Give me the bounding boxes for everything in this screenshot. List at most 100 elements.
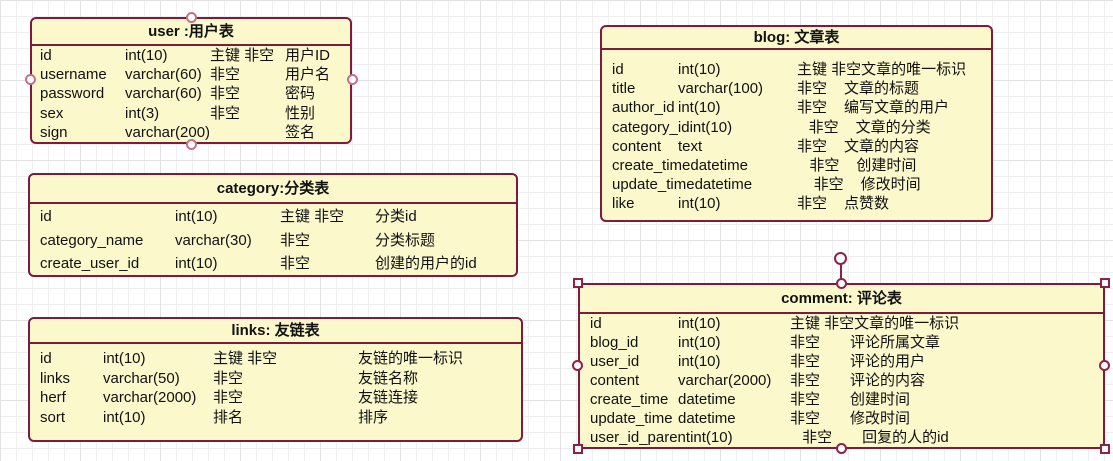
resize-handle-se[interactable] <box>1100 444 1110 454</box>
field-constraint: 非空 <box>802 429 833 446</box>
field-constraint: 非空 <box>210 66 241 84</box>
field-constraint: 非空 <box>797 80 828 98</box>
field-name: id <box>40 350 52 367</box>
field-constraint: 非空 <box>790 372 821 389</box>
field-name: id <box>612 61 624 78</box>
table-title: links: 友链表 <box>30 319 521 344</box>
field-comment: 分类标题 <box>375 231 436 249</box>
field-name: like <box>612 195 635 213</box>
field-name: title <box>612 80 636 98</box>
connection-point-left[interactable] <box>572 360 583 371</box>
table-row: id int(10) 主键 非空用户ID <box>40 46 350 65</box>
field-comment: 友链连接 <box>358 389 419 406</box>
resize-handle-sw[interactable] <box>573 444 583 454</box>
connection-point-right[interactable] <box>1099 360 1110 371</box>
field-constraint: 主键 非空 <box>210 47 275 64</box>
field-comment: 修改时间 <box>860 176 921 194</box>
field-constraint: 主键 非空 <box>280 208 345 225</box>
field-comment: 文章的分类 <box>855 118 931 136</box>
field-comment: 文章的唯一标识 <box>861 61 967 78</box>
field-type: int(10) <box>678 99 721 117</box>
field-comment: 回复的人的id <box>862 429 949 446</box>
field-constraint: 排名 <box>213 408 244 426</box>
field-comment: 友链的唯一标识 <box>358 350 464 367</box>
field-constraint: 主键 非空 <box>213 350 278 367</box>
field-comment: 创建时间 <box>856 157 917 175</box>
field-constraint <box>210 123 285 142</box>
field-type: int(10) <box>690 429 733 446</box>
field-type: varchar(100) <box>678 80 764 98</box>
connection-point-top[interactable] <box>186 12 197 23</box>
field-type: int(10) <box>175 208 218 225</box>
field-comment: 文章的内容 <box>844 137 920 155</box>
field-constraint: 非空 <box>280 231 311 249</box>
field-name: links <box>40 369 71 387</box>
field-constraint: 主键 非空 <box>797 61 862 78</box>
field-comment: 评论的用户 <box>850 353 926 370</box>
connection-point-right[interactable] <box>347 74 358 85</box>
field-comment: 签名 <box>285 123 316 141</box>
field-comment: 创建时间 <box>850 391 911 408</box>
field-name: herf <box>40 389 66 406</box>
connection-point-top[interactable] <box>836 278 847 289</box>
field-constraint: 非空 <box>808 118 839 136</box>
table-title: user :用户表 <box>32 19 350 46</box>
field-name: create_user_id <box>40 255 140 272</box>
field-constraint: 主键 非空 <box>790 315 855 332</box>
field-comment: 用户ID <box>285 47 331 64</box>
field-comment: 文章的唯一标识 <box>854 315 960 332</box>
field-name: author_id <box>612 99 675 117</box>
field-constraint: 非空 <box>813 176 844 194</box>
field-name: content <box>612 137 662 155</box>
field-type: int(10) <box>678 334 721 351</box>
field-name: update_time <box>612 176 695 194</box>
connection-point-left[interactable] <box>25 74 36 85</box>
field-name: username <box>40 66 107 84</box>
connection-point-bottom[interactable] <box>186 139 197 150</box>
field-comment: 点赞数 <box>844 195 890 213</box>
resize-handle-ne[interactable] <box>1100 278 1110 288</box>
field-type: datetime <box>690 157 748 175</box>
rotate-handle[interactable] <box>834 252 847 265</box>
field-type: int(10) <box>678 353 721 370</box>
field-name: user_id_parent <box>590 429 691 446</box>
field-constraint: 非空 <box>213 369 244 387</box>
field-comment: 修改时间 <box>850 410 911 427</box>
field-name: id <box>40 47 52 64</box>
field-name: sort <box>40 408 66 426</box>
field-type: int(10) <box>125 47 168 64</box>
field-constraint: 非空 <box>210 104 241 122</box>
field-name: category_name <box>40 231 144 249</box>
field-name: sex <box>40 104 64 122</box>
resize-handle-nw[interactable] <box>573 278 583 288</box>
field-type: text <box>678 137 703 155</box>
connection-point-bottom[interactable] <box>836 443 847 454</box>
